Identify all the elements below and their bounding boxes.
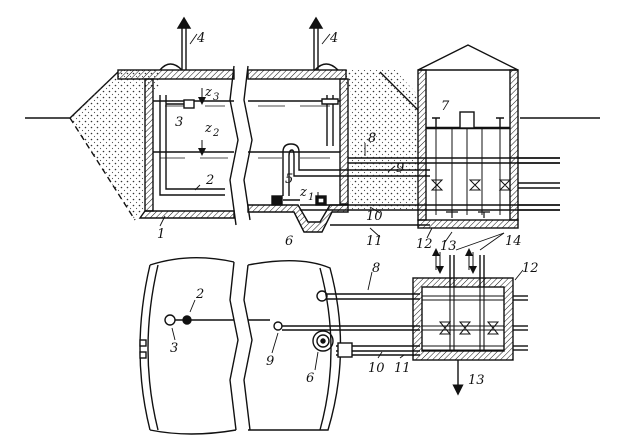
valve-5 <box>271 195 283 206</box>
plan-float-3 <box>164 314 176 326</box>
break-line-left <box>229 65 239 226</box>
plan-reservoir-left-outer <box>139 264 151 431</box>
plan-label-13: 13 <box>468 373 485 388</box>
label-7: 7 <box>441 99 450 114</box>
label-z3-sub: 3 <box>213 92 219 103</box>
plan-label-2: 2 <box>195 287 204 302</box>
chamber-wall-right <box>509 69 519 221</box>
plan-reservoir-right <box>247 259 342 431</box>
plan-view <box>139 255 528 435</box>
label-4-right: 4 <box>329 31 338 46</box>
label-z3: z <box>204 85 212 100</box>
chamber-floor <box>417 219 519 229</box>
pavilion-roof <box>417 44 519 71</box>
plan-labels: 2 3 8 9 6 10 11 12 13 <box>170 261 539 388</box>
level-marks <box>198 88 319 200</box>
section-labels: 4 4 3 2 1 z 3 z 2 z 1 5 6 7 8 9 10 11 12… <box>157 31 522 254</box>
label-14: 14 <box>505 234 522 249</box>
section-view <box>25 16 600 233</box>
roof-left <box>117 69 235 80</box>
roof-right <box>247 69 347 80</box>
label-z1: z <box>299 185 307 200</box>
actuator-7 <box>459 111 475 129</box>
left-embankment <box>70 70 160 220</box>
right-embankment <box>345 70 418 210</box>
chamber-wall-left <box>417 69 427 221</box>
plan-label-8: 8 <box>372 261 380 276</box>
floor-right <box>247 204 349 233</box>
plan-label-6: 6 <box>306 371 314 386</box>
label-11: 11 <box>366 234 383 249</box>
plan-sump-6 <box>312 330 334 352</box>
label-z2-sub: 2 <box>212 128 219 139</box>
label-1: 1 <box>157 227 165 242</box>
label-13: 13 <box>440 239 457 254</box>
break-line-right <box>243 65 253 221</box>
wall-left <box>144 78 154 212</box>
plan-label-9: 9 <box>266 354 274 369</box>
float-pipe-2 <box>159 95 225 196</box>
label-3: 3 <box>175 115 183 130</box>
siphon-pipe <box>282 143 430 196</box>
label-z2: z <box>204 121 212 136</box>
label-2: 2 <box>205 173 214 188</box>
plan-label-11: 11 <box>394 361 411 376</box>
label-z1-sub: 1 <box>308 192 314 203</box>
plan-label-12: 12 <box>522 261 539 276</box>
label-4-left: 4 <box>196 31 205 46</box>
label-9: 9 <box>396 161 404 176</box>
label-6: 6 <box>285 234 293 249</box>
label-8: 8 <box>368 131 376 146</box>
label-10: 10 <box>366 209 383 224</box>
plan-reservoir-left-top <box>149 256 235 266</box>
wall-right <box>339 78 349 205</box>
label-12: 12 <box>416 237 433 252</box>
float-3 <box>183 99 195 109</box>
label-5: 5 <box>285 172 293 187</box>
floor-left <box>138 210 235 219</box>
plan-label-3: 3 <box>170 341 178 356</box>
plan-label-10: 10 <box>368 361 385 376</box>
